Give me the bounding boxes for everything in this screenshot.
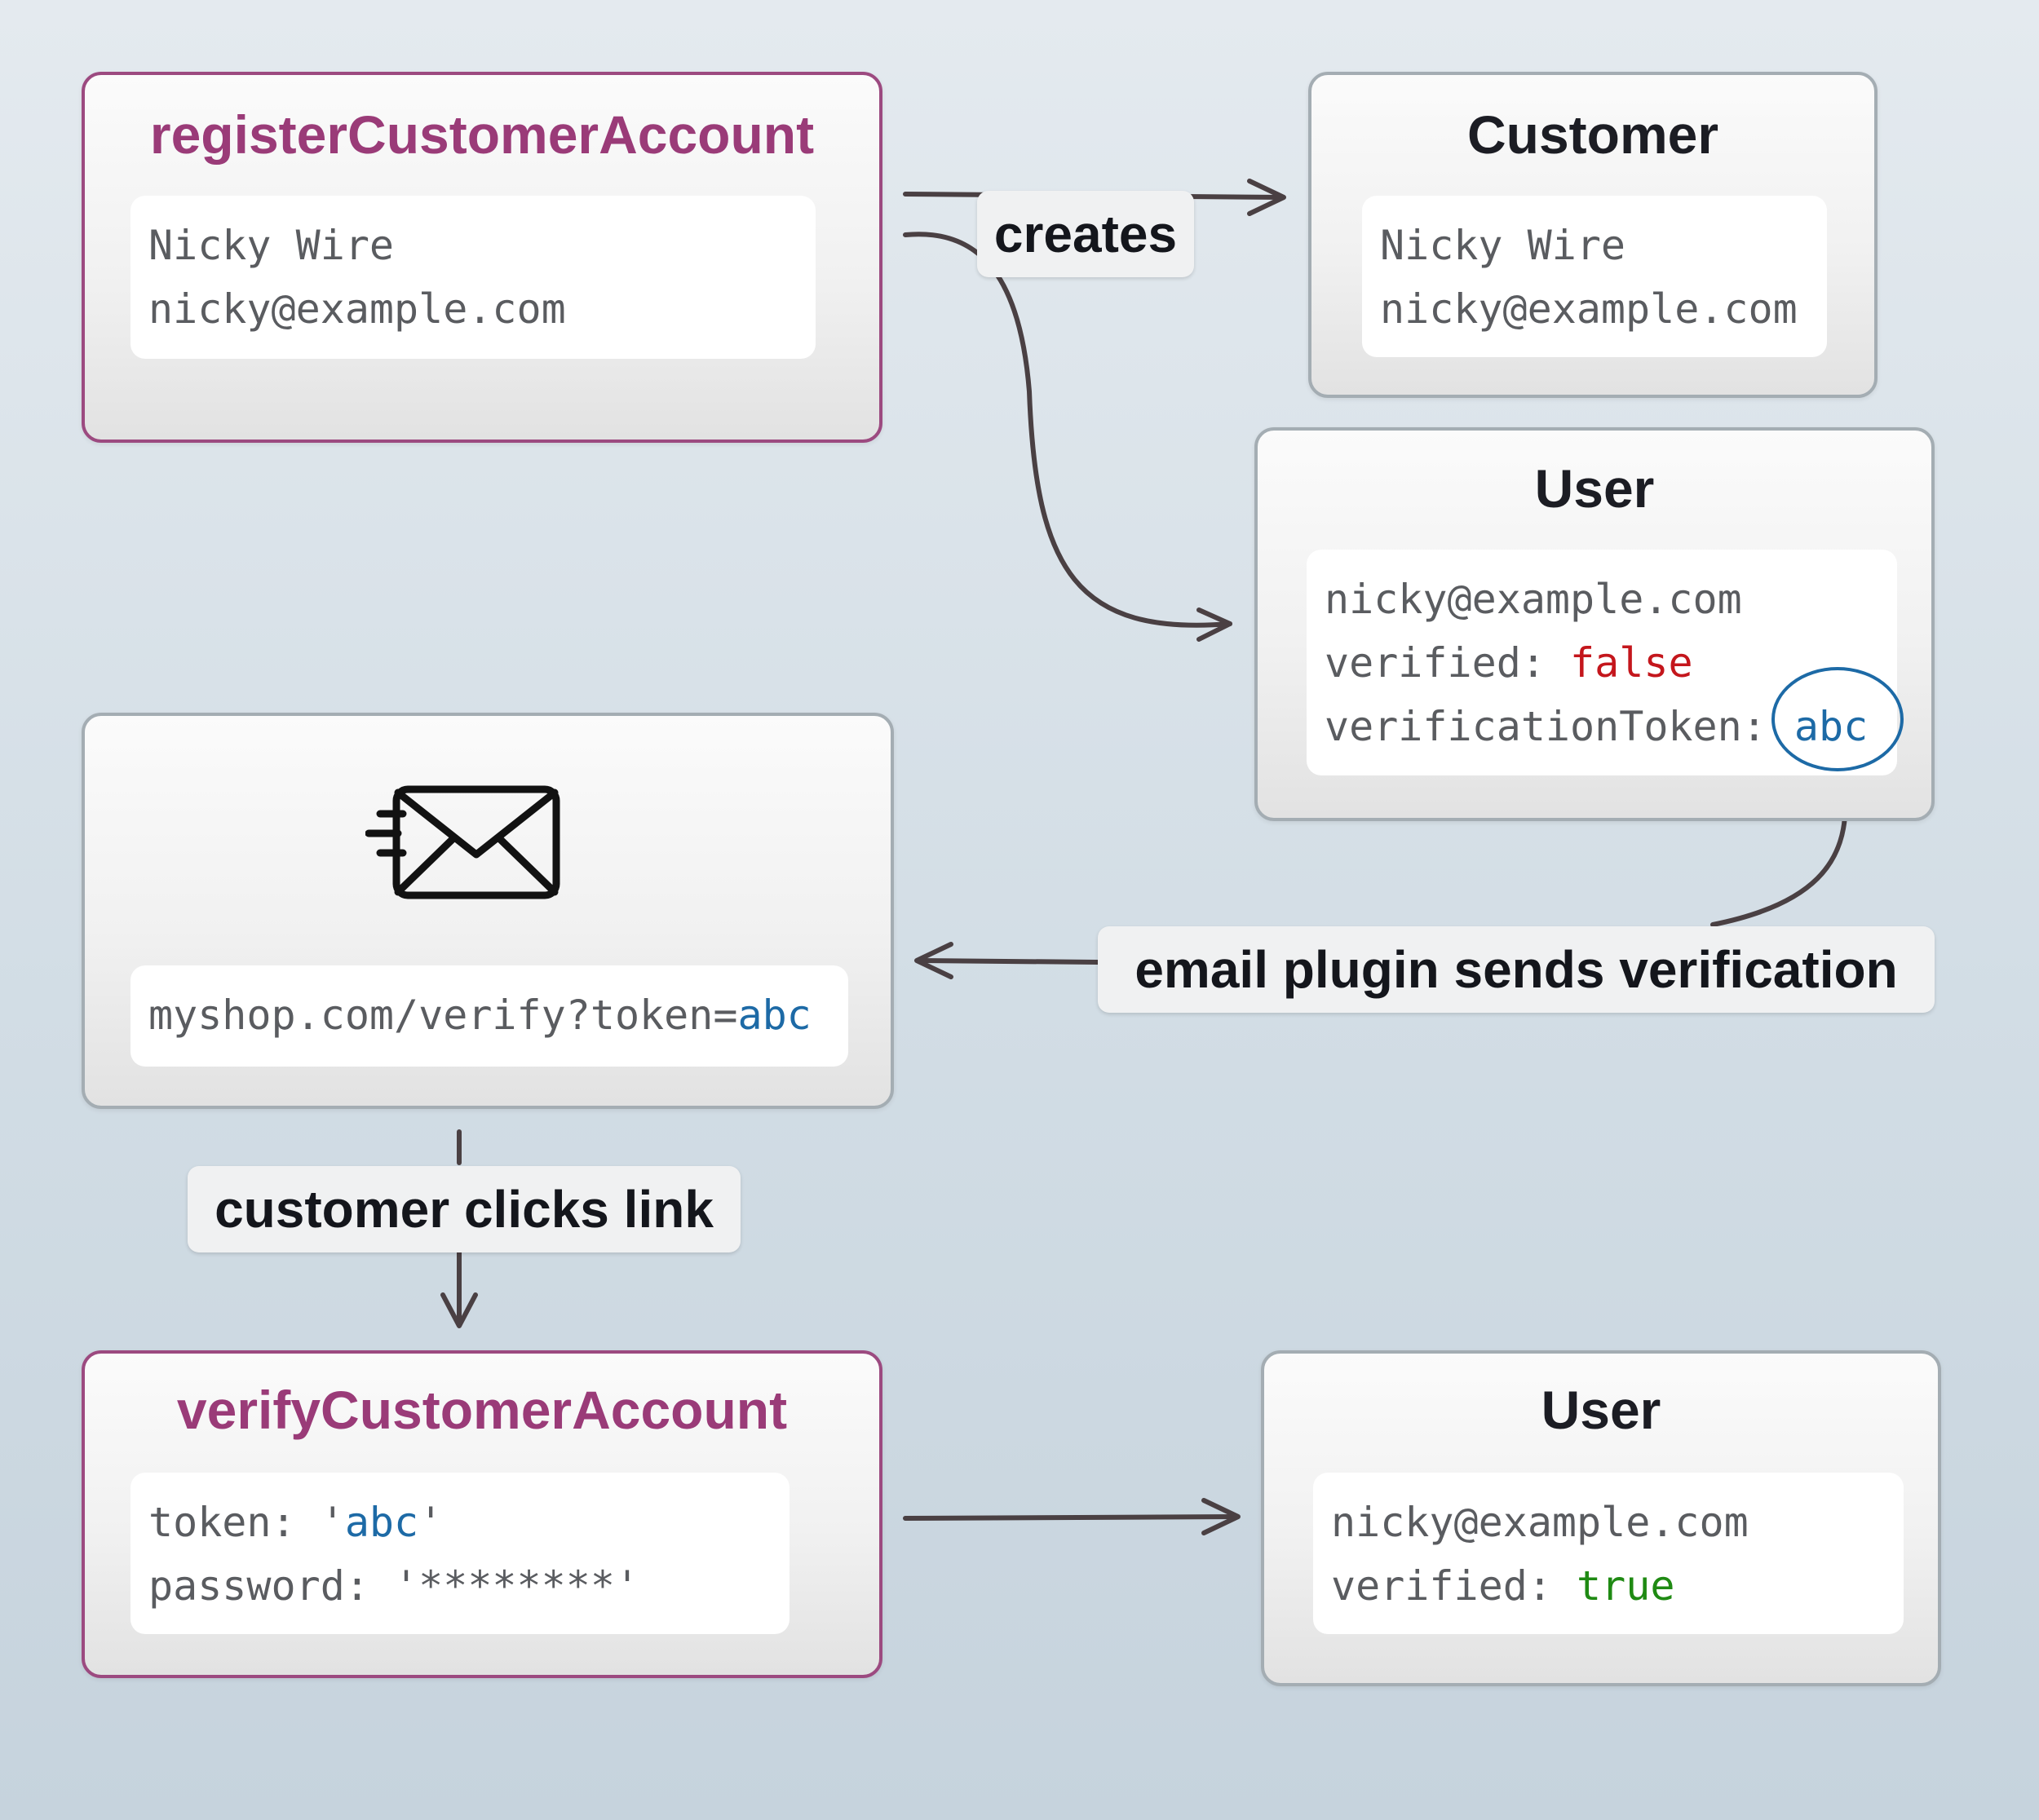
customer-name: Nicky Wire [1380,222,1626,269]
verification-token-key: verificationToken: [1325,703,1767,750]
verify-token-value: abc [344,1499,419,1546]
verify-password-row: password: '********' [148,1562,640,1610]
user-verified-key: verified: [1331,1562,1577,1610]
verify-input-panel: token: 'abc' password: '********' [130,1473,790,1634]
email-send-icon [365,785,560,899]
customer-fields-panel: Nicky Wire nicky@example.com [1362,196,1827,357]
verify-link-token: abc [737,992,812,1039]
verify-token-quote-open: ' [320,1499,345,1546]
verify-token-row: token: 'abc' [148,1491,772,1554]
user-verified-box: User nicky@example.com verified: true [1261,1350,1941,1686]
register-input-panel: Nicky Wire nicky@example.com [130,196,816,359]
edge-label-customer-clicks: customer clicks link [188,1166,741,1252]
customer-entity-box: Customer Nicky Wire nicky@example.com [1308,72,1878,398]
arrow-creates-user [903,232,1232,628]
arrowhead-user-verified [1201,1498,1241,1535]
verify-token-quote-close: ' [418,1499,444,1546]
verify-link: myshop.com/verify?token=abc [148,983,830,1047]
customer-entity-title: Customer [1466,104,1719,165]
verify-link-panel: myshop.com/verify?token=abc [130,965,848,1067]
verified-key: verified: [1325,639,1571,687]
arrowhead-email [914,942,953,979]
customer-email: nicky@example.com [1380,285,1798,333]
user-verified-title: User [1541,1380,1661,1440]
user-verified-email: nicky@example.com [1331,1499,1749,1546]
arrowhead-user [1196,607,1232,642]
user-unverified-email: nicky@example.com [1325,576,1742,623]
register-name: Nicky Wire [148,222,395,269]
edge-label-email-sends: email plugin sends verification [1098,926,1935,1013]
register-email: nicky@example.com [148,285,566,333]
user-verified-fields-panel: nicky@example.com verified: true [1313,1473,1904,1634]
user-unverified-fields-panel: nicky@example.com verified: false verifi… [1307,550,1897,775]
token-highlight-circle [1771,667,1904,771]
register-mutation-title: registerCustomerAccount [149,104,815,165]
verify-link-prefix: myshop.com/verify?token= [148,992,738,1039]
register-customer-account-box: registerCustomerAccount Nicky Wire nicky… [82,72,882,443]
verify-token-key: token: [148,1499,321,1546]
user-unverified-title: User [1534,458,1655,519]
arrowhead-customer [1247,179,1286,216]
verified-true-value: true [1577,1562,1675,1610]
verification-email-box: myshop.com/verify?token=abc [82,713,894,1109]
arrow-email-back [916,958,1100,965]
user-verified-verified-row: verified: true [1331,1554,1886,1618]
user-unverified-verified-row: verified: false [1325,631,1879,695]
verify-mutation-title: verifyCustomerAccount [176,1380,788,1440]
verify-customer-account-box: verifyCustomerAccount token: 'abc' passw… [82,1350,882,1678]
arrowhead-verify [440,1292,478,1328]
arrow-verify-user [903,1514,1239,1521]
verified-false-value: false [1570,639,1693,687]
edge-label-creates: creates [977,191,1194,277]
